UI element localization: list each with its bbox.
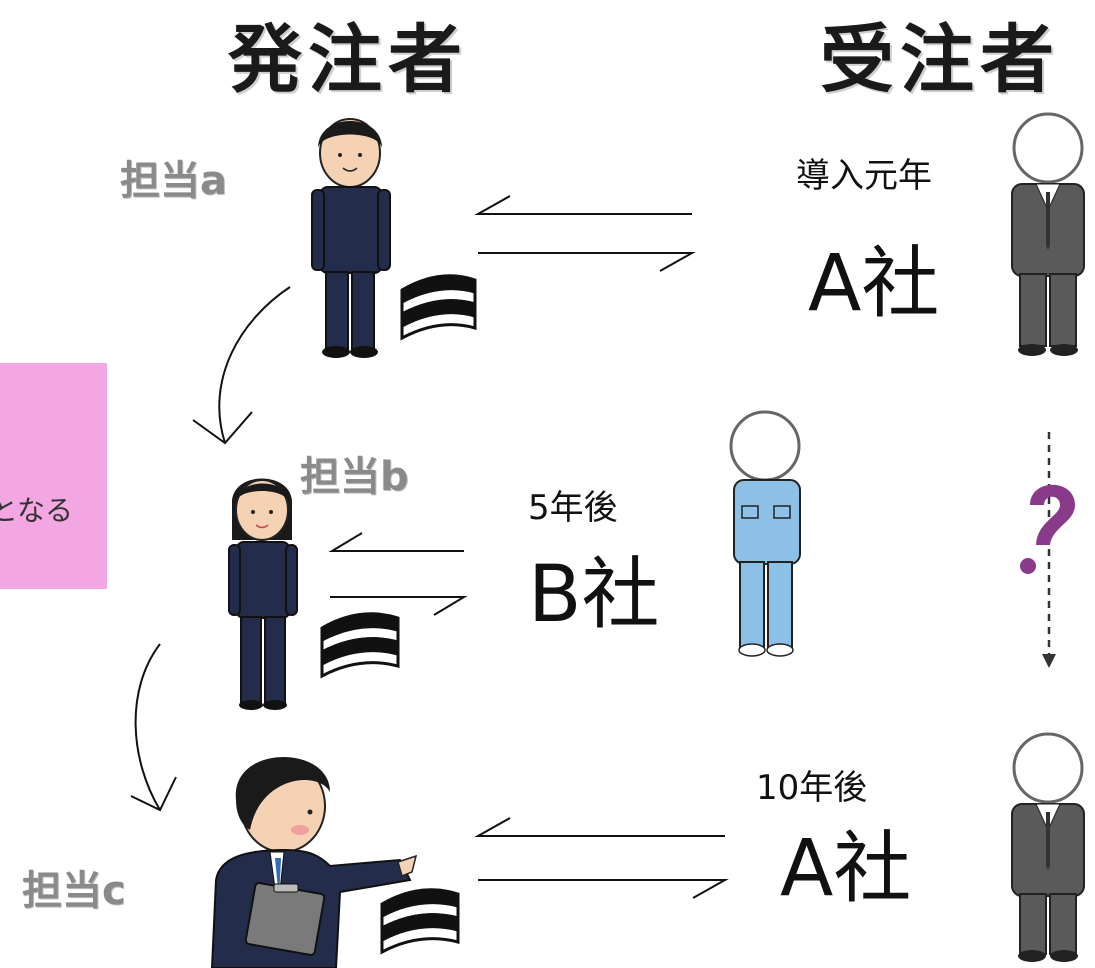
exchange-arrows-c bbox=[474, 817, 729, 899]
company-a-first: A社 bbox=[808, 239, 940, 329]
staff-b-label: 担当b bbox=[300, 454, 409, 500]
note-box: となる bbox=[0, 363, 107, 589]
documents-icon-a bbox=[400, 274, 477, 341]
staff-b-person-icon bbox=[228, 478, 298, 710]
documents-icon-b bbox=[320, 612, 400, 679]
uncertain-timeline-arrow bbox=[1042, 432, 1056, 668]
staff-c-label: 担当c bbox=[22, 868, 126, 914]
company-a-second: A社 bbox=[780, 824, 912, 914]
note-text: となる bbox=[0, 494, 73, 527]
staff-a-label: 担当a bbox=[120, 158, 227, 204]
handover-arrow-a-to-b bbox=[192, 286, 291, 445]
documents-icon-c bbox=[380, 888, 460, 955]
exchange-arrows-a bbox=[474, 195, 696, 272]
staff-c-person-icon bbox=[210, 756, 418, 968]
year5-label: 5年後 bbox=[528, 488, 618, 528]
company-b: B社 bbox=[528, 550, 660, 640]
question-mark-icon bbox=[1020, 484, 1075, 574]
contractor-heading: 受注者 bbox=[820, 17, 1060, 103]
contractor-a-later-person-icon bbox=[1011, 732, 1085, 962]
staff-a-person-icon bbox=[311, 118, 391, 358]
exchange-arrows-b bbox=[328, 532, 468, 616]
handover-arrow-b-to-c bbox=[130, 643, 177, 812]
contractor-b-person-icon bbox=[729, 410, 801, 657]
year0-label: 導入元年 bbox=[796, 156, 932, 196]
contractor-a-person-icon bbox=[1011, 112, 1085, 356]
year10-label: 10年後 bbox=[756, 768, 868, 808]
orderer-heading: 発注者 bbox=[228, 17, 468, 103]
